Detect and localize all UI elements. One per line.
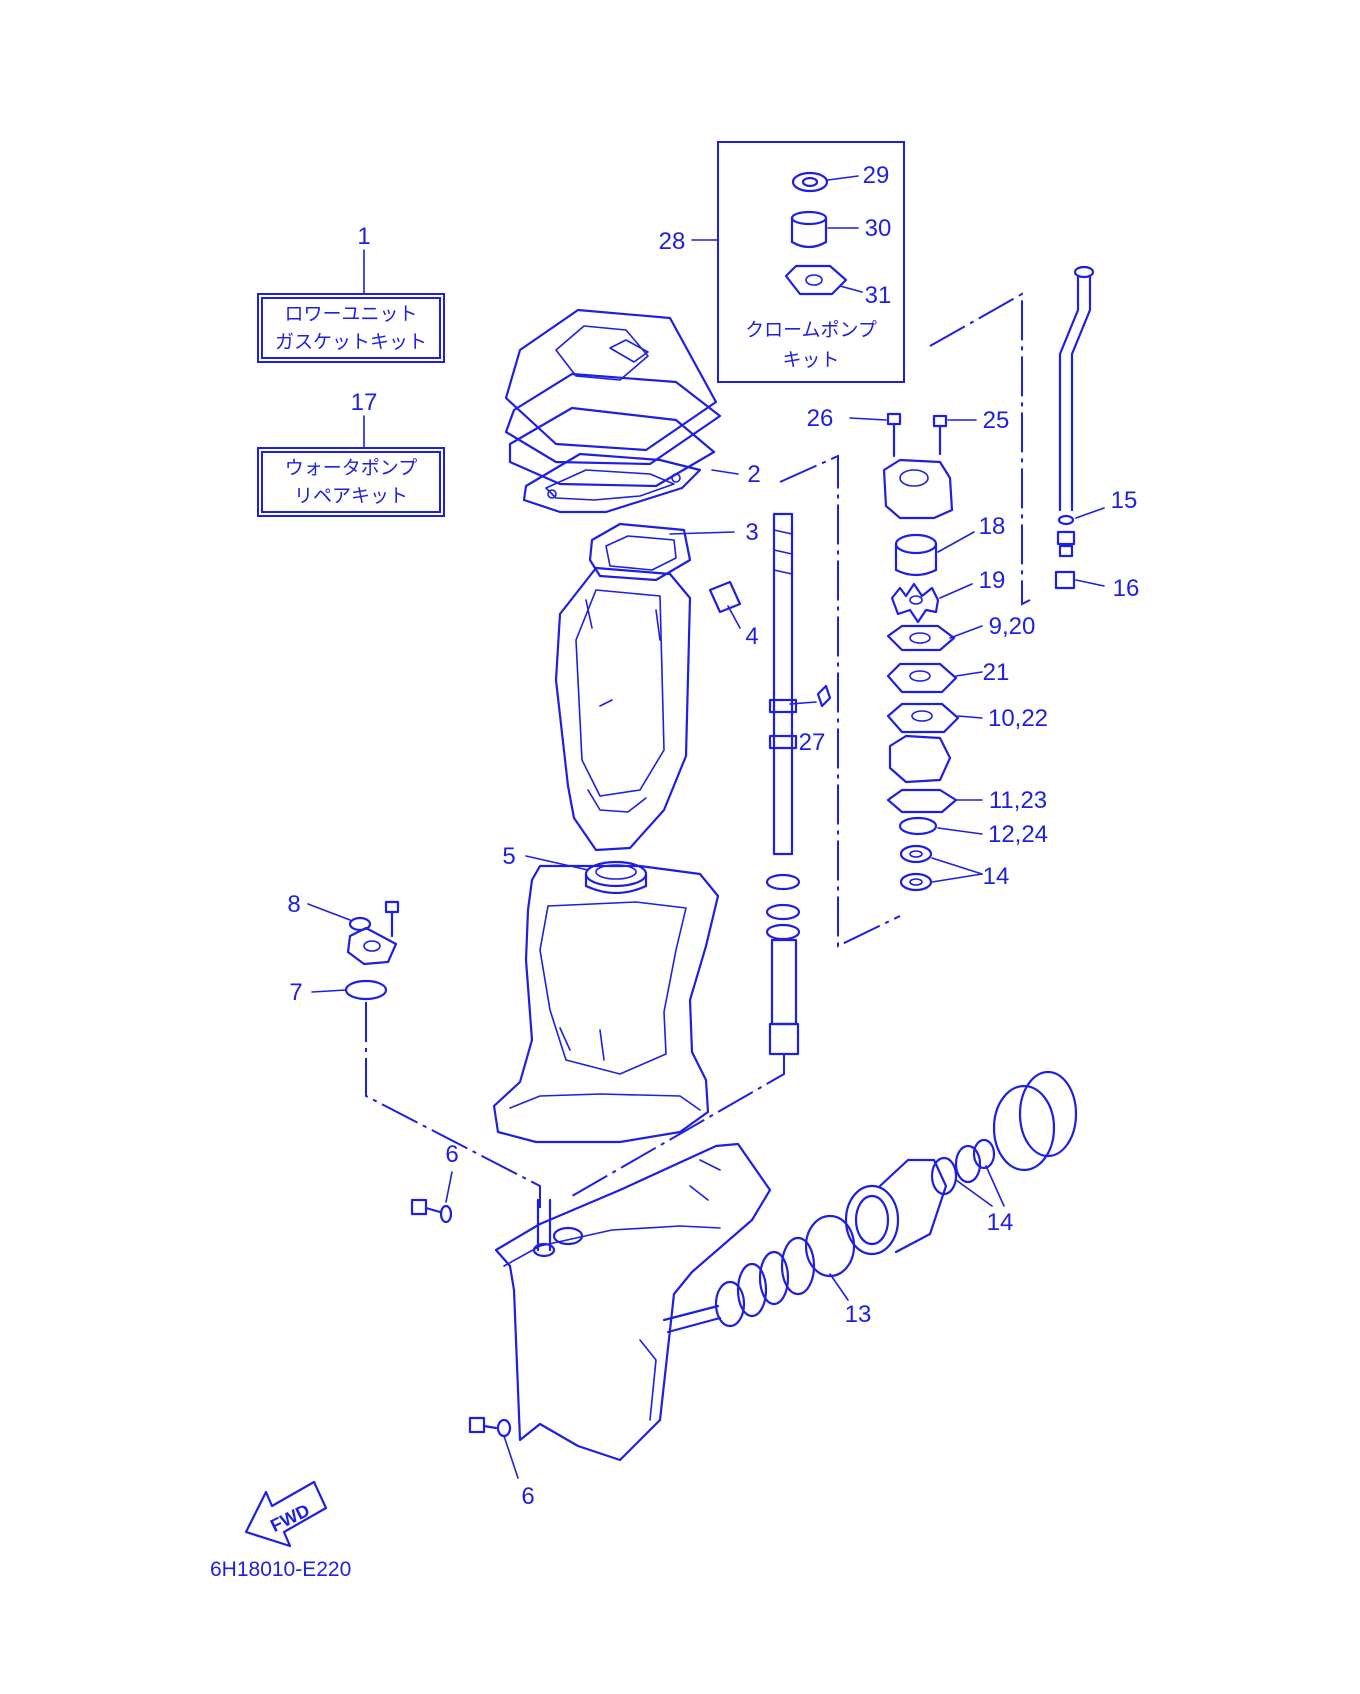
callout-3: 3 <box>745 519 758 546</box>
kit-box-chrome-pump: クロームポンプ キット 28 29 30 31 <box>659 141 905 383</box>
callout-29: 29 <box>863 162 890 189</box>
kit-chrome-line1: クロームポンプ <box>745 319 877 341</box>
callout-31: 31 <box>865 282 892 309</box>
callout-19: 19 <box>979 567 1006 594</box>
kit-chrome-line2: キット <box>782 349 839 371</box>
callout-5: 5 <box>502 843 515 870</box>
callout-30: 30 <box>865 215 892 242</box>
callout-25: 25 <box>983 407 1010 434</box>
callout-14-bottom: 14 <box>987 1209 1014 1236</box>
callout-2: 2 <box>747 461 760 488</box>
callout-8: 8 <box>287 891 300 918</box>
water-tube: 15 16 <box>1054 265 1140 602</box>
kit-gasket-line2: ガスケットキット <box>275 331 427 353</box>
kit-pump-line2: リペアキット <box>294 485 408 507</box>
pump-bracket-line <box>929 292 1031 606</box>
part-6-screws: 6 6 <box>410 1141 535 1510</box>
propeller-shaft-assembly: 13 14 <box>662 1070 1078 1334</box>
upper-casing <box>492 864 720 1144</box>
gearcase <box>494 1142 772 1462</box>
shaft-bracket-line <box>779 454 901 948</box>
callout-15: 15 <box>1111 487 1138 514</box>
diagram-code: 6H18010-E220 <box>210 1558 351 1581</box>
callout-4: 4 <box>745 623 758 650</box>
callout-10-22: 10,22 <box>988 705 1048 732</box>
exhaust-guide: 4 <box>554 566 759 852</box>
callout-13: 13 <box>845 1301 872 1328</box>
callout-16: 16 <box>1113 575 1140 602</box>
drive-shaft: 27 <box>765 512 832 1056</box>
callout-12-24: 12,24 <box>988 821 1048 848</box>
callout-6-bottom: 6 <box>521 1483 534 1510</box>
callout-18: 18 <box>979 513 1006 540</box>
callout-6-top: 6 <box>445 1141 458 1168</box>
callout-7: 7 <box>289 979 302 1006</box>
callout-9-20: 9,20 <box>989 613 1036 640</box>
cap-assembly-line <box>365 1002 541 1208</box>
callout-1: 1 <box>357 223 370 250</box>
callout-28: 28 <box>659 228 686 255</box>
gasket-stack: 2 3 <box>504 308 761 582</box>
callout-11-23: 11,23 <box>989 787 1047 814</box>
callout-21: 21 <box>983 659 1010 686</box>
kit-pump-line1: ウォータポンプ <box>285 457 417 479</box>
callout-27: 27 <box>799 729 826 756</box>
kit-box-gasket: ロワーユニット ガスケットキット 1 <box>257 223 445 363</box>
kit-gasket-line1: ロワーユニット <box>284 303 417 325</box>
fwd-arrow-icon: FWD <box>244 1480 328 1548</box>
part-5-seal: 5 <box>502 843 648 895</box>
part-7-8-cap: 8 7 <box>287 891 400 1006</box>
callout-14-top: 14 <box>983 863 1010 890</box>
callout-17: 17 <box>351 389 378 416</box>
kit-box-water-pump: ウォータポンプ リペアキット 17 <box>257 389 445 517</box>
shaft-assembly-line <box>571 1054 785 1197</box>
callout-26: 26 <box>807 405 834 432</box>
water-pump-parts: 26 25 18 19 9,20 21 10,22 <box>807 405 1048 892</box>
